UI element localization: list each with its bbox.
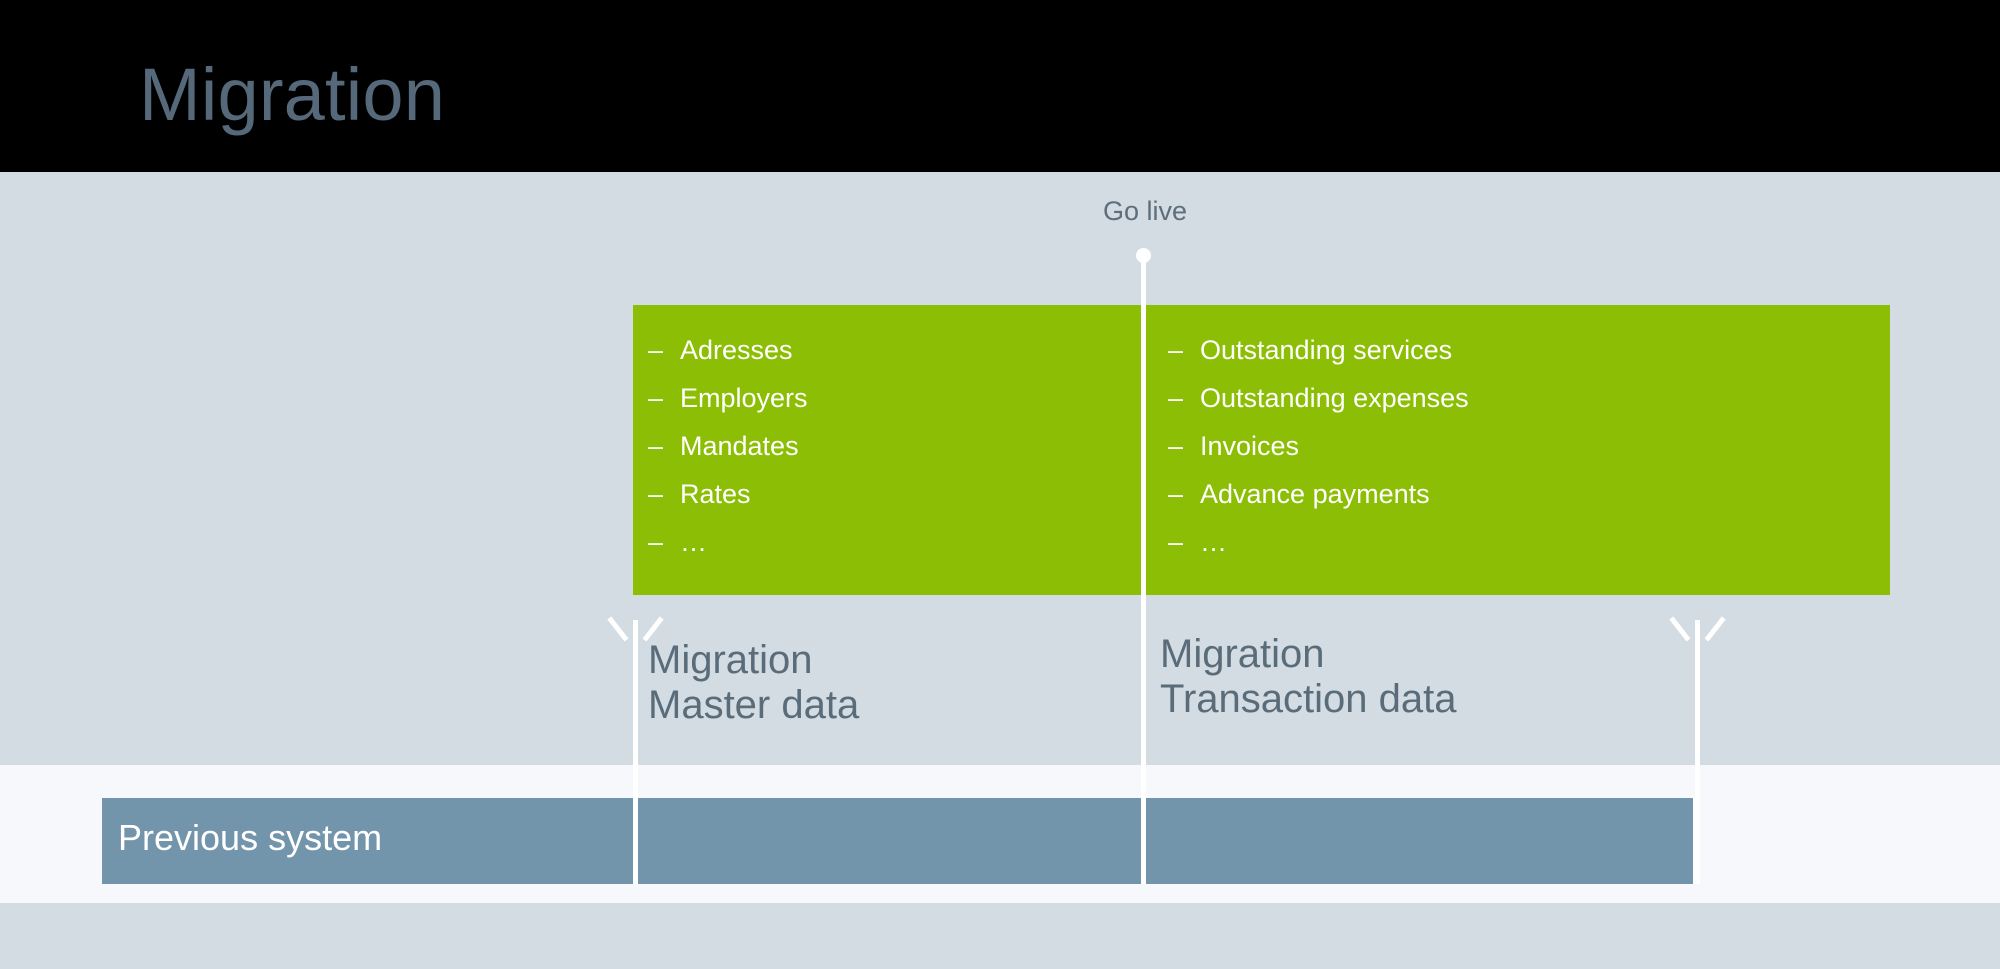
dash-bullet-icon: – <box>648 335 664 365</box>
golive-label: Go live <box>1102 196 1188 226</box>
list-item-label: Employers <box>680 383 808 413</box>
caption-transaction-data: Migration Transaction data <box>1160 632 1457 721</box>
list-item-label: … <box>680 527 707 557</box>
transaction-data-list: – Outstanding services – Outstanding exp… <box>1168 335 1868 575</box>
dash-bullet-icon: – <box>648 479 664 509</box>
segment-divider-middle <box>1141 798 1146 884</box>
dash-bullet-icon: – <box>648 527 664 557</box>
dash-bullet-icon: – <box>648 383 664 413</box>
list-item: – Advance payments <box>1168 479 1868 527</box>
bottom-band <box>0 903 2000 969</box>
header-band <box>0 0 2000 172</box>
migration-scope-panel: – Adresses – Employers – Mandates – Rate… <box>633 305 1890 595</box>
previous-system-label: Previous system <box>118 817 383 858</box>
list-item: – Employers <box>648 383 1148 431</box>
dash-bullet-icon: – <box>1168 479 1184 509</box>
list-item-label: … <box>1200 527 1227 557</box>
master-data-list: – Adresses – Employers – Mandates – Rate… <box>648 335 1148 575</box>
list-item: – Adresses <box>648 335 1148 383</box>
caption-master-data: Migration Master data <box>648 638 860 727</box>
list-item-label: Outstanding services <box>1200 335 1453 365</box>
segment-divider-right <box>1693 798 1698 884</box>
list-item: – Rates <box>648 479 1148 527</box>
list-item: – Outstanding expenses <box>1168 383 1868 431</box>
arrow-shaft <box>633 620 638 884</box>
list-item-label: Advance payments <box>1200 479 1430 509</box>
previous-system-bar: Previous system <box>102 798 1695 884</box>
dash-bullet-icon: – <box>1168 431 1184 461</box>
list-item-label: Invoices <box>1200 431 1300 461</box>
list-item: – Outstanding services <box>1168 335 1868 383</box>
list-item-label: Adresses <box>680 335 793 365</box>
segment-divider-left <box>633 798 638 884</box>
list-item-label: Outstanding expenses <box>1200 383 1469 413</box>
page-title: Migration <box>139 53 446 136</box>
list-item: – … <box>1168 527 1868 575</box>
dash-bullet-icon: – <box>648 431 664 461</box>
dash-bullet-icon: – <box>1168 383 1184 413</box>
dash-bullet-icon: – <box>1168 335 1184 365</box>
arrow-shaft <box>1695 620 1700 884</box>
list-item: – Invoices <box>1168 431 1868 479</box>
golive-divider-line-over-panel <box>1141 305 1146 595</box>
list-item-label: Rates <box>680 479 751 509</box>
list-item: – … <box>648 527 1148 575</box>
list-item-label: Mandates <box>680 431 799 461</box>
list-item: – Mandates <box>648 431 1148 479</box>
dash-bullet-icon: – <box>1168 527 1184 557</box>
